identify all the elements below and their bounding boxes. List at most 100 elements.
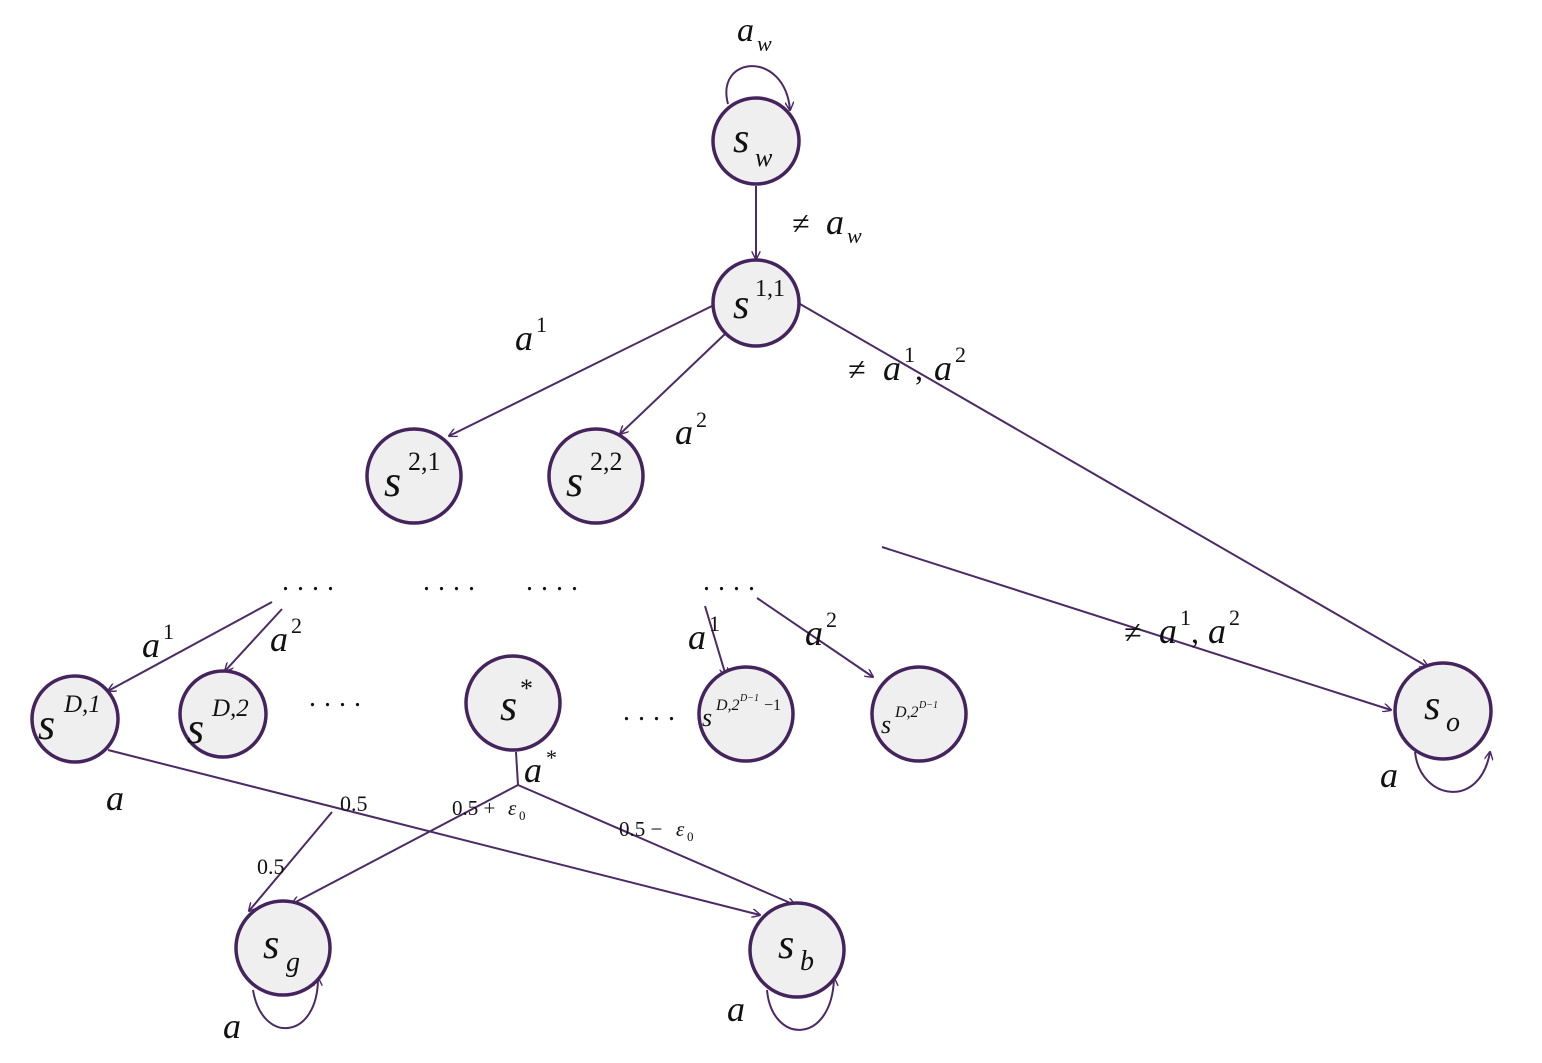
node-sD1-sup: D,1 <box>63 691 101 718</box>
svg-text:1: 1 <box>163 619 174 644</box>
edge-sg-self-loop <box>252 978 318 1029</box>
node-sDlast1-base: s <box>702 703 712 732</box>
edge-sb-self-loop <box>766 978 834 1031</box>
label-a1-top: a 1 <box>515 312 547 358</box>
node-s11: s 1,1 <box>711 258 801 348</box>
label-prob-minus: 0.5 − ε 0 <box>619 817 694 844</box>
edges <box>107 65 1490 1031</box>
label-aw-loop: a w <box>737 12 772 56</box>
node-so-base: s <box>1424 683 1440 729</box>
ellipsis-1: .... <box>282 566 342 597</box>
ellipsis-2: .... <box>423 566 483 597</box>
node-sg-base: s <box>263 922 279 968</box>
label-prob-05-left: 0.5 <box>257 854 285 879</box>
node-sw-sub: w <box>755 143 773 172</box>
edge-sstar-action-stem <box>515 751 519 786</box>
node-sb-sub: b <box>800 946 814 977</box>
node-s21-base: s <box>384 457 401 506</box>
node-sDlast1-sup-exp: D−1 <box>739 693 759 704</box>
ellipsis-markers: .... .... .... .... .... .... <box>282 566 763 727</box>
node-sDlast2: s D,2 D−1 <box>870 665 968 763</box>
svg-text:ε: ε <box>508 796 517 820</box>
node-sg: s g <box>234 899 332 997</box>
node-sD2: s D,2 <box>178 669 268 759</box>
svg-text:a: a <box>826 202 844 242</box>
node-sb-base: s <box>778 922 794 968</box>
svg-text:a: a <box>515 318 533 358</box>
node-sD2-sup: D,2 <box>211 695 249 722</box>
label-a-star: a * <box>524 745 557 790</box>
svg-text:1: 1 <box>904 342 915 367</box>
svg-text:a: a <box>675 412 693 452</box>
node-sstar: s * <box>464 654 562 752</box>
node-sDlast1-sup-main: D,2 <box>715 697 740 714</box>
svg-text:a: a <box>270 619 288 659</box>
node-sD1-base: s <box>38 700 55 749</box>
node-s22-base: s <box>566 457 583 506</box>
node-sw-base: s <box>733 116 749 162</box>
node-sw: s w <box>711 96 801 186</box>
node-s11-sup: 1,1 <box>755 276 785 302</box>
label-neq-aw: ≠ a w <box>792 202 862 248</box>
edge-sD1-to-sb <box>107 749 760 915</box>
edge-dots-to-sDlast2 <box>756 597 873 677</box>
edge-s11-to-so <box>799 303 1428 667</box>
node-s22-sup: 2,2 <box>590 447 623 476</box>
svg-text:0: 0 <box>519 808 526 823</box>
svg-text:1: 1 <box>1180 605 1191 630</box>
svg-text:≠: ≠ <box>848 351 866 387</box>
svg-text:2: 2 <box>955 342 966 367</box>
edge-dots-to-sDlast1 <box>704 605 726 676</box>
edge-dots-to-sD2 <box>225 608 283 671</box>
svg-text:≠: ≠ <box>792 205 810 241</box>
label-prob-05-top: 0.5 <box>340 791 368 816</box>
svg-text:a: a <box>934 348 952 388</box>
label-a2-top: a 2 <box>675 407 707 452</box>
label-neq-a1a2-bottom: ≠ a 1 , a 2 <box>1124 605 1240 651</box>
node-sDlast1: s D,2 D−1 −1 <box>697 665 795 763</box>
svg-text:a: a <box>688 617 706 657</box>
node-sDlast2-sup-exp: D−1 <box>918 700 938 711</box>
ellipsis-5: .... <box>309 682 369 713</box>
node-so: s o <box>1393 661 1493 761</box>
svg-text:w: w <box>757 31 772 56</box>
edge-dots-to-sg <box>249 811 333 911</box>
node-s11-base: s <box>733 282 749 328</box>
label-a1-right: a 1 <box>688 611 720 657</box>
label-a-so: a <box>1380 755 1398 795</box>
svg-text:2: 2 <box>826 607 837 632</box>
edge-so-self-loop <box>1414 752 1490 793</box>
svg-text:2: 2 <box>291 613 302 638</box>
label-a1-left: a 1 <box>142 619 174 665</box>
svg-text:a: a <box>524 750 542 790</box>
svg-text:a: a <box>1159 611 1177 651</box>
edge-labels: a w ≠ a w a 1 a 2 ≠ a 1 , a 2 a 1 a <box>106 12 1398 1046</box>
svg-text:a: a <box>737 12 754 49</box>
edge-s11-to-s21 <box>449 305 713 436</box>
node-sb: s b <box>748 901 846 999</box>
svg-text:,: , <box>1191 614 1199 650</box>
label-a-sb: a <box>727 989 745 1029</box>
edge-dots-to-so <box>881 546 1391 710</box>
label-a2-left: a 2 <box>270 613 302 659</box>
edge-sw-self-loop <box>725 65 790 110</box>
svg-text:0: 0 <box>687 829 694 844</box>
svg-text:a: a <box>805 613 823 653</box>
ellipsis-4: .... <box>703 566 763 597</box>
node-so-sub: o <box>1446 707 1460 738</box>
svg-text:a: a <box>142 625 160 665</box>
svg-text:*: * <box>546 745 557 770</box>
svg-text:w: w <box>847 223 862 248</box>
node-sD2-base: s <box>187 704 204 753</box>
node-s21-sup: 2,1 <box>408 447 441 476</box>
edge-sstar-to-sg <box>292 784 519 904</box>
node-sstar-base: s <box>500 681 517 730</box>
edge-dots-to-sD1 <box>108 601 273 691</box>
svg-text:≠: ≠ <box>1124 614 1142 650</box>
node-s22: s 2,2 <box>547 427 645 525</box>
node-sDlast2-sup-main: D,2 <box>894 704 919 721</box>
node-sg-sub: g <box>286 947 300 978</box>
svg-text:2: 2 <box>696 407 707 432</box>
node-sDlast2-base: s <box>881 710 891 739</box>
